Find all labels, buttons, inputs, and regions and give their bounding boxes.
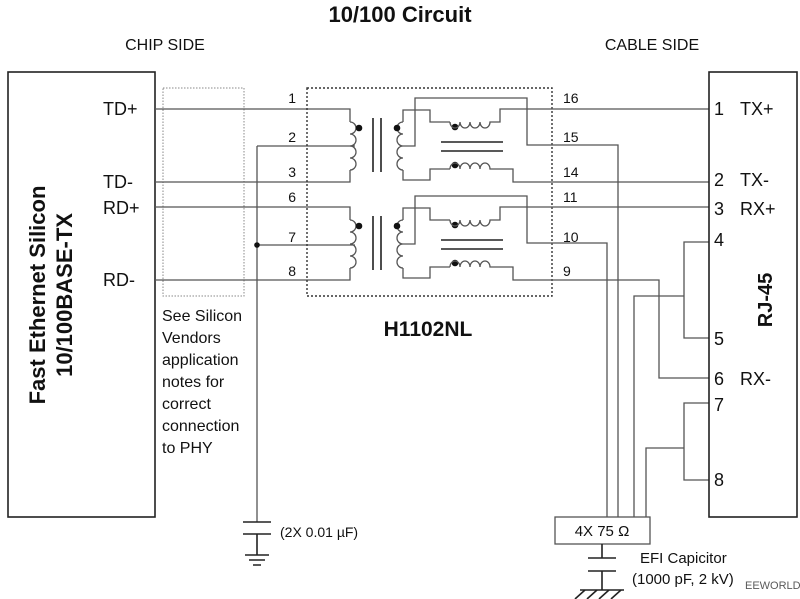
rj45-label: RJ-45 — [755, 273, 777, 327]
rj45-pin-signal: RX+ — [740, 199, 776, 219]
decoupling-capacitor: (2X 0.01 µF) — [243, 521, 358, 566]
rj45-pin-number: 1 — [714, 99, 724, 119]
signal-rd-plus: RD+ — [103, 198, 140, 218]
pin-label: 14 — [563, 164, 579, 180]
pin-label: 9 — [563, 263, 571, 279]
signal-rd-minus: RD- — [103, 270, 135, 290]
resistor-label: 4X 75 Ω — [575, 523, 630, 540]
vendor-note: See Silicon Vendors application notes fo… — [162, 308, 242, 457]
rj45-pin-number: 4 — [714, 230, 724, 250]
rj45-pin-signal: TX+ — [740, 99, 774, 119]
rj45-pin-number: 3 — [714, 199, 724, 219]
cable-side-label: CABLE SIDE — [605, 37, 699, 54]
transformer-right-pins: 16 15 14 11 10 9 — [563, 90, 579, 279]
note-line: See Silicon — [162, 308, 242, 325]
rj45-pin-signal: TX- — [740, 170, 769, 190]
rj45-pin-number: 2 — [714, 170, 724, 190]
pin-label: 15 — [563, 129, 579, 145]
transformer-channel-rx — [349, 195, 553, 281]
pin-label: 1 — [288, 90, 296, 106]
chip-wires — [155, 108, 355, 522]
chip-name-line2: 10/100BASE-TX — [52, 213, 77, 377]
chip-side-label: CHIP SIDE — [125, 37, 205, 54]
efi-capacitor: EFI Capicitor (1000 pF, 2 kV) — [574, 544, 734, 599]
rj45-box — [708, 71, 798, 518]
termination-resistors: 4X 75 Ω — [554, 516, 651, 545]
note-line: Vendors — [162, 330, 221, 347]
rj45-pin-number: 5 — [714, 329, 724, 349]
pin-label: 8 — [288, 263, 296, 279]
pin-label: 3 — [288, 164, 296, 180]
note-line: correct — [162, 396, 211, 413]
phy-connection-box — [162, 87, 245, 297]
cable-wires — [552, 108, 709, 517]
rj45-pin-signal: RX- — [740, 369, 771, 389]
rj45-connector: RJ-45 1 TX+ 2 TX- 3 RX+ 4 5 6 RX- 7 8 — [708, 71, 798, 518]
note-line: notes for — [162, 374, 225, 391]
capacitor-label: (2X 0.01 µF) — [280, 524, 358, 540]
junction-dot — [254, 242, 260, 248]
signal-td-plus: TD+ — [103, 99, 138, 119]
rj45-pin-number: 6 — [714, 369, 724, 389]
pin-label: 6 — [288, 189, 296, 205]
rj45-pin-number: 8 — [714, 470, 724, 490]
chip-name-line1: Fast Ethernet Silicon — [25, 186, 50, 405]
pin-label: 10 — [563, 229, 579, 245]
pin-label: 2 — [288, 129, 296, 145]
efi-cap-value: (1000 pF, 2 kV) — [632, 571, 734, 588]
note-line: connection — [162, 418, 239, 435]
transformer-left-pins: 1 2 3 6 7 8 — [288, 90, 296, 279]
pin-label: 16 — [563, 90, 579, 106]
chip-box — [7, 71, 156, 518]
pin-label: 7 — [288, 229, 296, 245]
pin-label: 11 — [563, 189, 578, 205]
rj45-pin-number: 7 — [714, 395, 724, 415]
diagram-title: 10/100 Circuit — [328, 2, 472, 27]
note-line: application — [162, 352, 239, 369]
chip-block: Fast Ethernet Silicon 10/100BASE-TX TD+ … — [7, 71, 156, 518]
note-line: to PHY — [162, 440, 213, 457]
part-number: H1102NL — [384, 318, 473, 341]
efi-cap-label: EFI Capicitor — [640, 550, 727, 567]
signal-td-minus: TD- — [103, 172, 133, 192]
transformer-channel-tx — [349, 97, 552, 183]
h1102nl-package — [306, 87, 553, 297]
watermark-logo: EEWORLD — [745, 580, 800, 592]
